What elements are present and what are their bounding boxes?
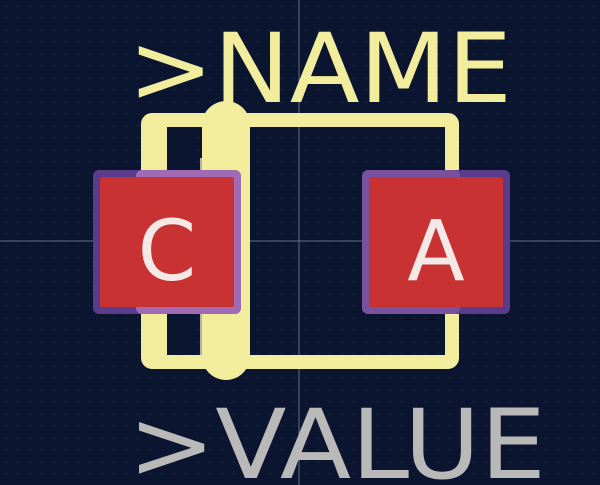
value-label[interactable]: >VALUE — [128, 389, 546, 485]
pad-anode-label: A — [407, 202, 464, 300]
pad-cathode[interactable]: C — [93, 170, 241, 314]
reference-designator[interactable]: >NAME — [128, 13, 512, 125]
pad-cathode-label: C — [138, 202, 197, 300]
pad-anode[interactable]: A — [362, 170, 510, 314]
